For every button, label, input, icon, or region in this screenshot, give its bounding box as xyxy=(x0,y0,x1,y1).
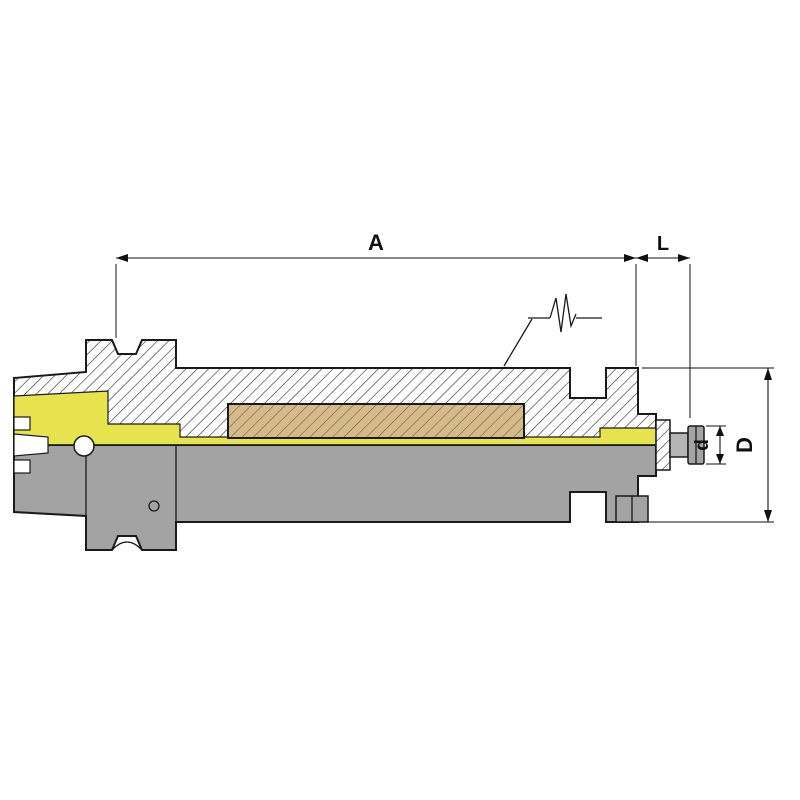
dimension-l: L xyxy=(636,233,691,418)
label-a: A xyxy=(368,230,384,255)
label-l: L xyxy=(657,233,669,255)
label-d-minor: d xyxy=(692,439,713,451)
shank-side-hole xyxy=(73,435,95,457)
flange-detail-hole xyxy=(148,500,160,512)
body-lower-half xyxy=(13,444,657,551)
clamp-flange-plate xyxy=(655,419,671,471)
break-symbol xyxy=(503,293,602,367)
clamp-shaft xyxy=(669,432,689,458)
label-d-major: D xyxy=(732,437,757,453)
shank-drive-notch-upper xyxy=(13,416,31,431)
dimension-a: A xyxy=(115,230,637,366)
shank-bore-opening xyxy=(13,433,49,457)
shank-drive-notch-lower xyxy=(13,459,31,474)
gripper-groove-curve xyxy=(111,541,143,551)
dimension-d-major: D xyxy=(642,367,774,523)
dimension-d-minor: d xyxy=(692,425,726,465)
inner-sleeve-section xyxy=(227,403,525,439)
